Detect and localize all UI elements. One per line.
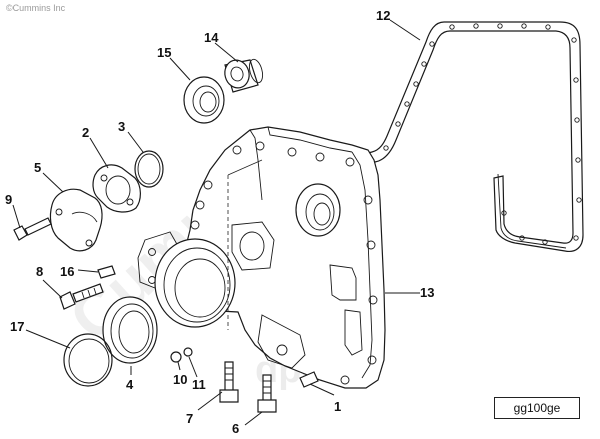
dowel-16 <box>97 265 116 279</box>
callout-5: 5 <box>34 160 41 175</box>
callout-1: 1 <box>334 399 341 414</box>
callout-17: 17 <box>10 319 24 334</box>
callout-6: 6 <box>232 421 239 436</box>
copyright-label: ©Cummins Inc <box>6 3 66 13</box>
oring-3 <box>134 150 164 188</box>
callout-11: 11 <box>192 377 206 392</box>
callout-16: 16 <box>60 264 74 279</box>
cover-plate-5 <box>49 188 103 252</box>
callout-2: 2 <box>82 125 89 140</box>
capscrew-6 <box>257 374 277 413</box>
callout-15: 15 <box>157 45 171 60</box>
dowel-1 <box>299 371 319 388</box>
callout-12: 12 <box>376 8 390 23</box>
washer-11 <box>183 347 193 357</box>
front-cover-13 <box>137 126 386 389</box>
capscrew-8 <box>59 283 104 310</box>
callout-7: 7 <box>186 411 193 426</box>
gasket-12 <box>359 21 584 253</box>
callout-14: 14 <box>204 30 219 45</box>
capscrew-7 <box>219 361 239 403</box>
plug-10 <box>170 351 182 363</box>
screw-9 <box>13 217 52 241</box>
callout-13: 13 <box>420 285 434 300</box>
seal-4 <box>102 296 158 364</box>
callout-labels: 12 14 15 3 2 5 9 16 8 17 4 10 11 7 6 1 1… <box>5 8 434 436</box>
figure-code-box: gg100ge <box>494 397 580 419</box>
callout-9: 9 <box>5 192 12 207</box>
leader-lines <box>12 19 421 426</box>
callout-4: 4 <box>126 377 134 392</box>
seal-15 <box>183 76 225 124</box>
gasket-2 <box>92 164 141 213</box>
bushing-14 <box>224 58 264 93</box>
figure-code: gg100ge <box>513 401 561 415</box>
oring-17 <box>63 333 113 387</box>
callout-10: 10 <box>173 372 187 387</box>
callout-3: 3 <box>118 119 125 134</box>
callout-8: 8 <box>36 264 43 279</box>
